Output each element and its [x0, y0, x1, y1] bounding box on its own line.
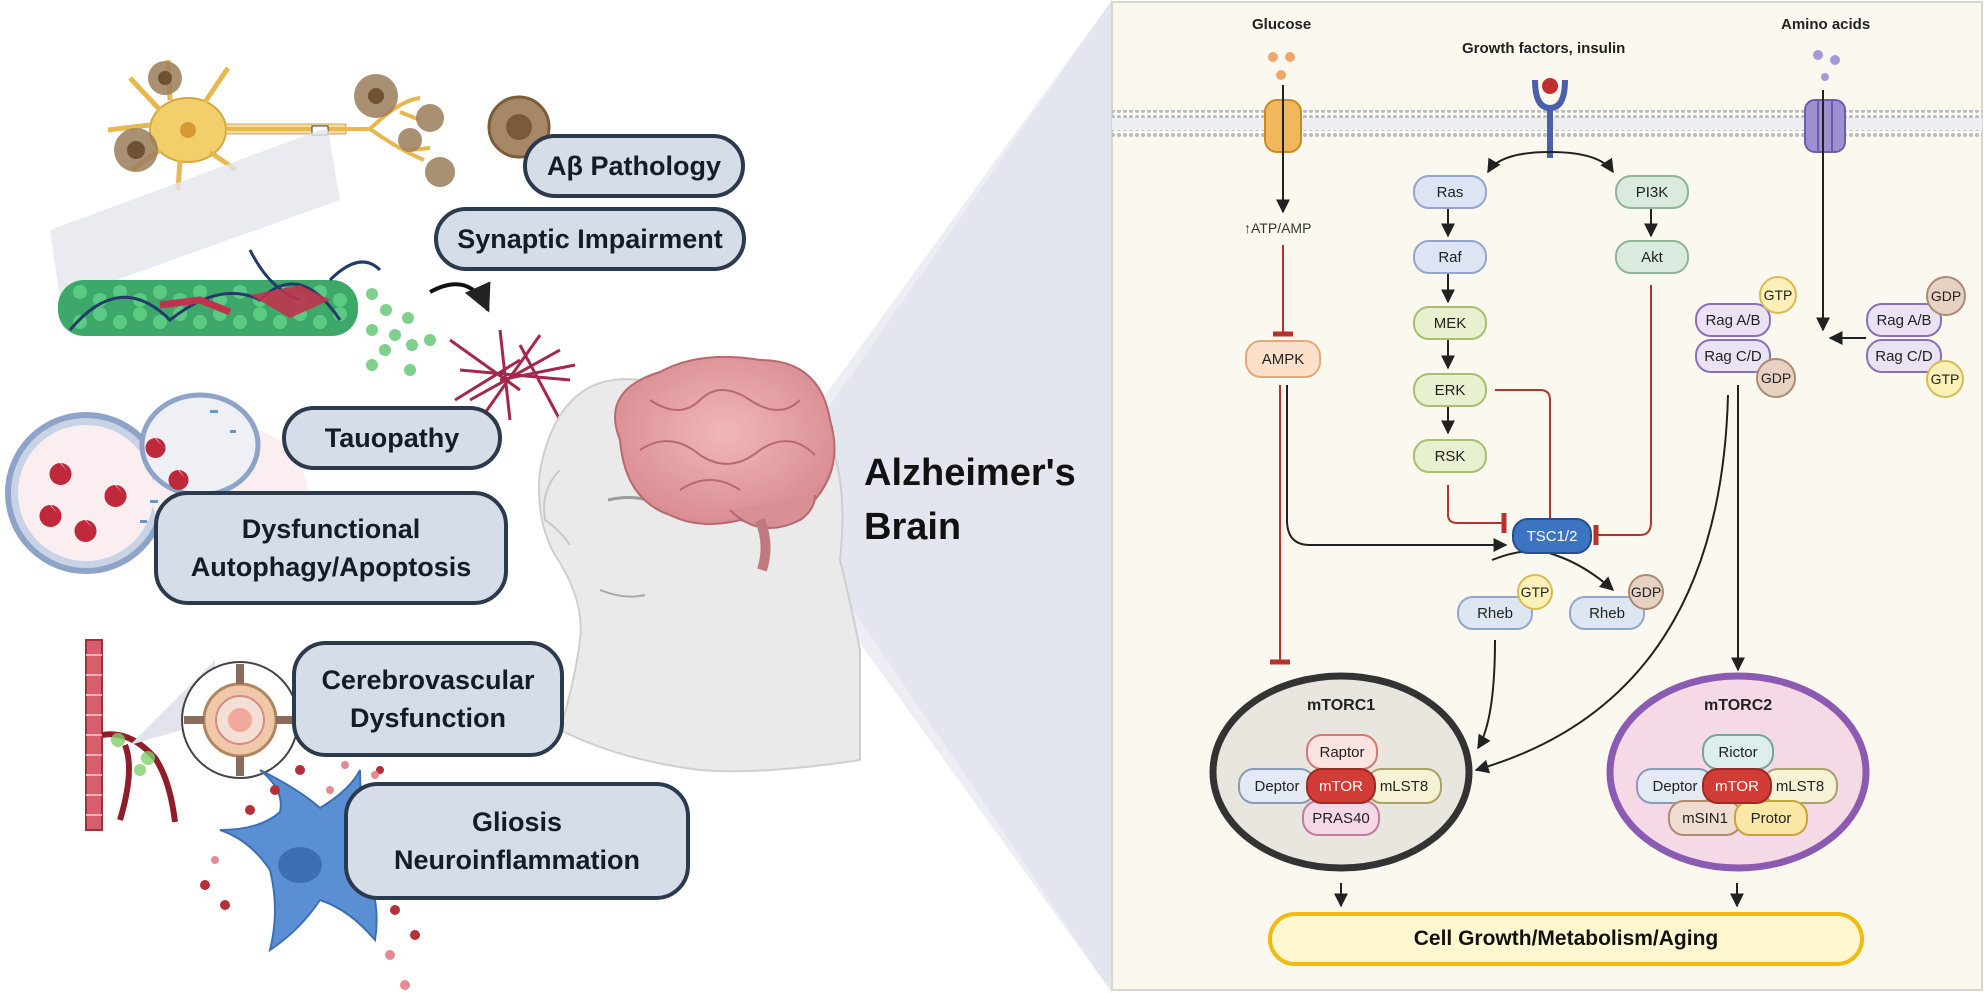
node-erk: ERK	[1413, 373, 1487, 407]
node-tsc1-2: TSC1/2	[1512, 518, 1592, 554]
gdp-badge-rag-inactive: GDP	[1926, 276, 1966, 316]
mtorc1-mtor: mTOR	[1306, 768, 1376, 804]
gtp-badge-rag-inactive: GTP	[1926, 360, 1964, 398]
brain-icon	[614, 355, 836, 572]
gdp-badge-rheb: GDP	[1628, 574, 1664, 610]
node-raf: Raf	[1413, 240, 1487, 274]
mtorc2-msin1: mSIN1	[1668, 800, 1742, 836]
node-ras: Ras	[1413, 175, 1487, 209]
node-akt: Akt	[1615, 240, 1689, 274]
input-glucose: Glucose	[1252, 16, 1312, 33]
output-cell-growth: Cell Growth/Metabolism/Aging	[1268, 912, 1864, 966]
node-rag-ab-active: Rag A/B	[1695, 303, 1771, 337]
label-abeta-pathology: Aβ Pathology	[523, 134, 745, 198]
label-dysfunctional-autophagy: Dysfunctional Autophagy/Apoptosis	[154, 491, 508, 605]
atp-amp-label: ↑ATP/AMP	[1244, 220, 1312, 236]
alzheimers-brain-title: Alzheimer's Brain	[864, 452, 1076, 548]
zoom-wedge-inner	[800, 0, 1112, 993]
mtorc1-title: mTORC1	[1307, 697, 1376, 714]
insulin-receptor-icon	[1532, 78, 1568, 158]
label-tauopathy: Tauopathy	[282, 406, 502, 470]
node-pi3k: PI3K	[1615, 175, 1689, 209]
tau-monomers-icon	[366, 288, 436, 376]
tau-tangle-icon	[449, 329, 576, 421]
input-growth-factors: Growth factors, insulin	[1462, 40, 1626, 57]
amyloid-plaques-icon	[114, 61, 551, 187]
gtp-badge-rheb: GTP	[1517, 574, 1553, 610]
mtorc1-deptor: Deptor	[1238, 768, 1316, 804]
inhibition-arrows	[1270, 245, 1652, 665]
curved-arrow-icon	[429, 281, 491, 313]
autophagy-cell-illustration	[5, 392, 308, 574]
mtorc1-raptor: Raptor	[1306, 734, 1378, 770]
mtorc1-pras40: PRAS40	[1302, 800, 1380, 836]
inflammatory-particles-icon	[200, 761, 420, 990]
mtorc2-mlst8: mLST8	[1762, 768, 1838, 804]
blood-vessel-illustration	[85, 639, 178, 831]
label-synaptic-impairment: Synaptic Impairment	[434, 207, 746, 271]
mtorc1-mlst8: mLST8	[1366, 768, 1442, 804]
vessel-cross-section-icon	[181, 661, 299, 779]
mtorc2-title: mTORC2	[1704, 697, 1773, 714]
node-ampk: AMPK	[1245, 340, 1321, 378]
zoom-cone	[50, 130, 340, 300]
gtp-badge-rag-active: GTP	[1759, 276, 1797, 314]
activation-arrows	[1276, 85, 1866, 908]
label-cerebrovascular-dysfunction: Cerebrovascular Dysfunction	[292, 641, 564, 757]
amino-acid-transporter-icon	[1804, 50, 1846, 153]
node-mek: MEK	[1413, 306, 1487, 340]
mtorc2-rictor: Rictor	[1702, 734, 1774, 770]
gdp-badge-rag-active: GDP	[1756, 358, 1796, 398]
mtorc2-mtor: mTOR	[1702, 768, 1772, 804]
node-rsk: RSK	[1413, 439, 1487, 473]
mtorc2-protor: Protor	[1734, 800, 1808, 836]
node-rag-ab-inactive: Rag A/B	[1866, 303, 1942, 337]
input-amino-acids: Amino acids	[1781, 16, 1871, 33]
label-gliosis-neuroinflammation: Gliosis Neuroinflammation	[344, 782, 690, 900]
microtubule-illustration	[58, 249, 382, 336]
